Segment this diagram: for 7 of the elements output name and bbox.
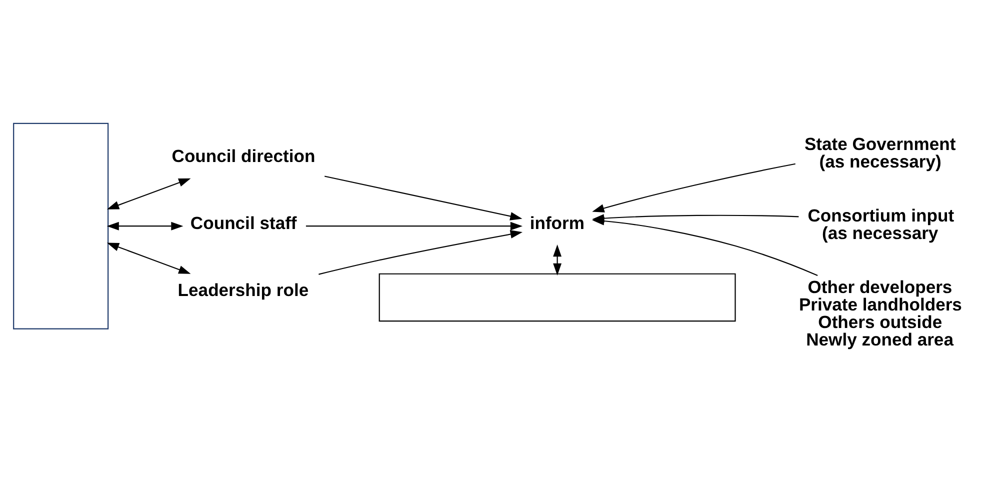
node-text: Consortium input (as necessary — [808, 204, 954, 243]
node-text: Leadership role — [178, 280, 309, 300]
node-text: inform — [530, 212, 584, 233]
node-text: Council direction — [172, 146, 316, 166]
node-text: Council staff — [190, 212, 297, 233]
node-text: Other developers Private landholders Others outside Newly zoned area — [798, 276, 962, 350]
node-text: State Government (as necessary) — [804, 134, 956, 172]
